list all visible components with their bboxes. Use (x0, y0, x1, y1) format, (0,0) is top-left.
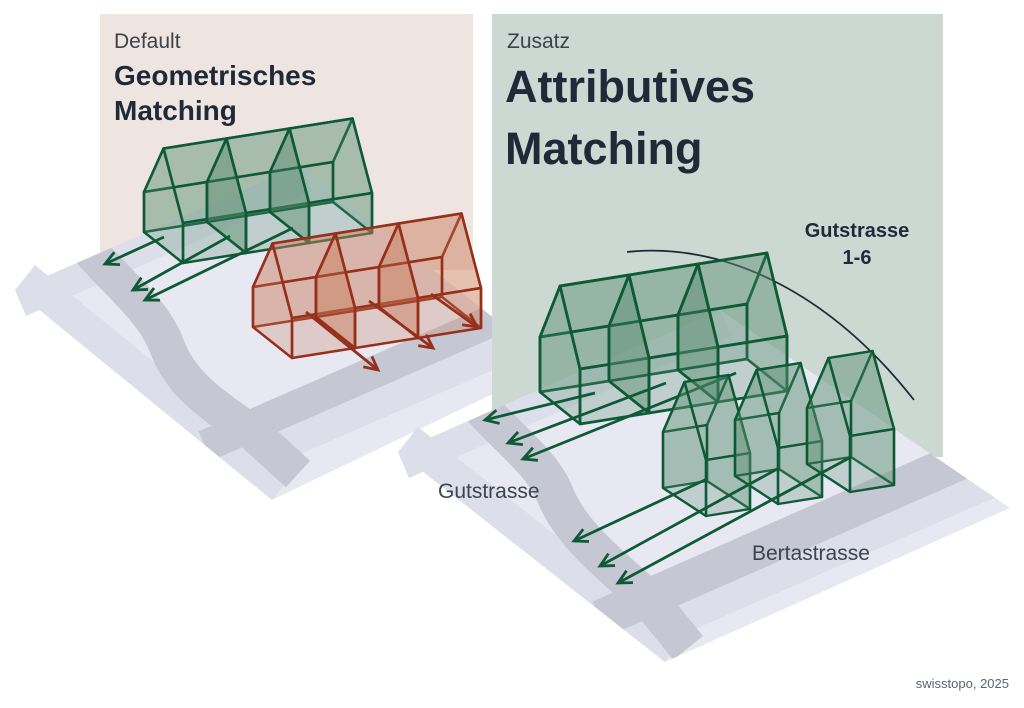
arrow-group (571, 455, 852, 585)
house-row (251, 212, 483, 360)
house-face (607, 273, 651, 415)
arrowhead (417, 333, 436, 350)
arrow-group (102, 226, 294, 302)
arrowhead (461, 313, 480, 329)
house-row (142, 117, 374, 265)
match-arrow (305, 310, 379, 372)
match-arrow (430, 292, 478, 329)
match-arrow (522, 371, 737, 461)
road (198, 298, 517, 461)
house-group-label: Gutstrasse 1-6 (804, 220, 910, 269)
house-face (314, 232, 357, 350)
arrow-group (482, 371, 737, 462)
arrowhead (597, 552, 616, 568)
arrowhead (482, 409, 500, 425)
match-arrow (507, 381, 667, 445)
left-panel-tag: Default (114, 30, 181, 53)
match-arrow (484, 391, 596, 422)
road (72, 234, 311, 488)
match-arrow (573, 477, 708, 543)
house-face (676, 262, 720, 404)
match-arrow (104, 235, 165, 266)
arrowhead (520, 446, 539, 462)
house-face (142, 147, 185, 265)
arrowhead (363, 355, 381, 372)
arrowhead (615, 569, 634, 585)
street-label-gutstrasse: Gutstrasse (438, 480, 540, 503)
match-arrow (132, 234, 231, 292)
arrowhead (102, 251, 121, 267)
match-arrow (617, 455, 852, 585)
match-arrow (599, 466, 780, 568)
roads (72, 234, 529, 488)
match-arrow (368, 299, 434, 350)
house-row (538, 251, 789, 426)
match-arrow (144, 226, 294, 302)
arrowhead (505, 430, 524, 447)
left-panel-title: Geometrisches Matching (114, 60, 317, 126)
right-panel-tag: Zusatz (507, 30, 571, 53)
street-label-bertastrasse: Bertastrasse (752, 542, 870, 565)
scene-left (15, 117, 553, 500)
house-face (251, 242, 294, 360)
house-row (661, 349, 896, 518)
credit-text: swisstopo, 2025 (915, 676, 1009, 691)
road (463, 391, 703, 660)
arrowhead (130, 276, 149, 292)
house-face (848, 427, 896, 494)
arrowhead (571, 528, 590, 543)
roads (463, 391, 1010, 662)
house-face (205, 137, 248, 255)
right-panel-title: Attributives Matching (505, 61, 756, 174)
house-face (805, 356, 852, 494)
sidewalk-strip (15, 165, 312, 316)
road (592, 421, 1010, 637)
arrowhead (142, 287, 161, 302)
arrow-group (305, 292, 480, 372)
house-face (416, 286, 483, 340)
scene-right (398, 249, 1010, 662)
